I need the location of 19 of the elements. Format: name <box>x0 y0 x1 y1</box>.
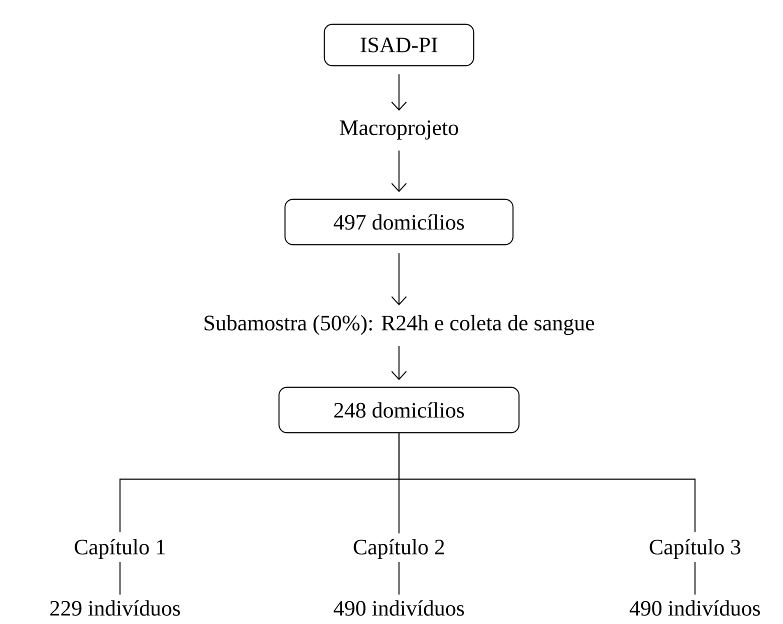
arrow <box>391 74 407 111</box>
step-label: Subamostra (50%): R24h e coleta de sangue <box>204 315 594 335</box>
step-label: Macroprojeto <box>340 120 458 140</box>
arrow <box>391 150 407 192</box>
process-box: ISAD-PI <box>324 24 474 66</box>
step-label: Capítulo 3 <box>650 539 740 559</box>
process-box: 248 domicílios <box>278 386 520 434</box>
step-label: 490 indivíduos <box>334 600 464 616</box>
step-label: Capítulo 2 <box>354 539 444 559</box>
connector-line <box>694 562 696 595</box>
connector-line <box>119 562 121 595</box>
step-label: 490 indivíduos <box>630 600 760 616</box>
step-label: Capítulo 1 <box>74 539 165 559</box>
connector-line <box>398 562 400 595</box>
connector-line <box>398 433 696 532</box>
arrow <box>391 253 407 306</box>
step-label: 229 indivíduos <box>50 600 180 616</box>
process-box: 497 domicílios <box>284 198 514 246</box>
arrow <box>391 346 407 380</box>
